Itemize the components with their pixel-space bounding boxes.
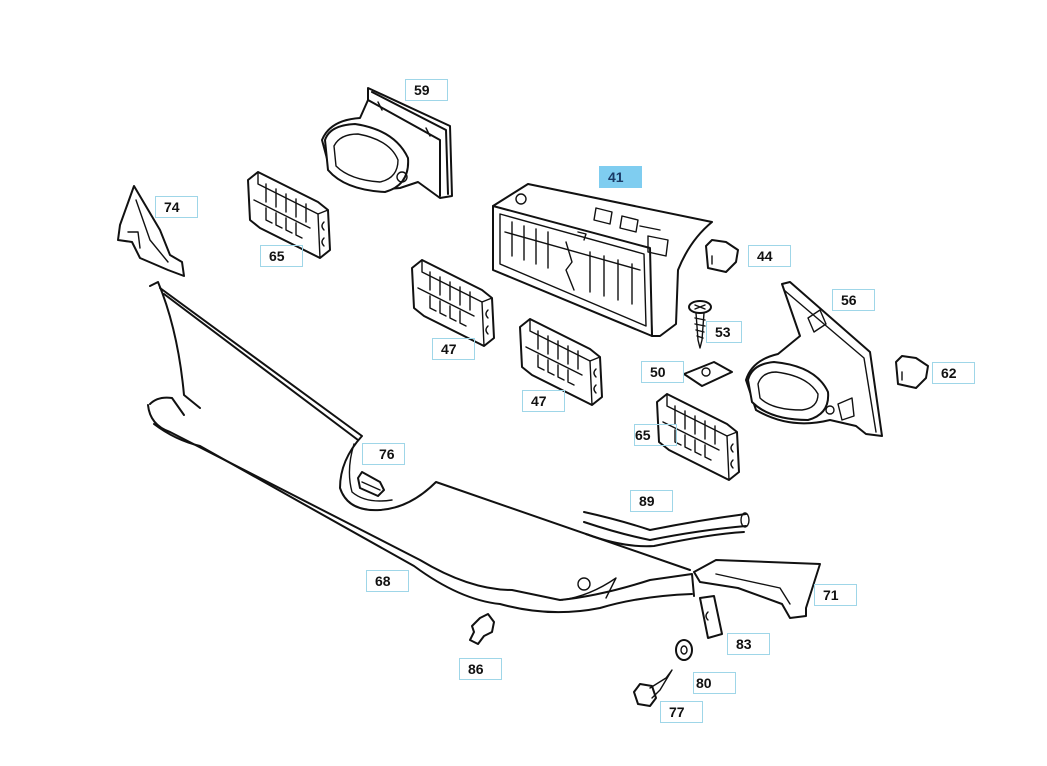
part-77-bolt[interactable]: [633, 669, 673, 707]
callout-65-top[interactable]: 65: [260, 245, 303, 267]
callout-41-selected[interactable]: 41: [599, 166, 642, 188]
callout-44[interactable]: 44: [748, 245, 791, 267]
callout-65-bottom[interactable]: 65: [634, 424, 677, 446]
part-80-washer[interactable]: [675, 639, 693, 661]
callout-77[interactable]: 77: [660, 701, 703, 723]
part-47-grille-insert-a[interactable]: [411, 259, 495, 347]
part-74-corner-trim[interactable]: [117, 185, 185, 277]
part-86-push-rivet[interactable]: [469, 613, 495, 645]
callout-76[interactable]: 76: [362, 443, 405, 465]
callout-86[interactable]: 86: [459, 658, 502, 680]
part-76-clip[interactable]: [357, 471, 385, 497]
part-62-clip[interactable]: [895, 355, 929, 389]
part-89-seal-strip[interactable]: [583, 511, 750, 548]
callout-47-b[interactable]: 47: [522, 390, 565, 412]
part-41-center-vent-panel[interactable]: [492, 183, 713, 337]
callout-74[interactable]: 74: [155, 196, 198, 218]
callout-59[interactable]: 59: [405, 79, 448, 101]
part-50-speed-nut[interactable]: [683, 361, 733, 387]
part-68-lower-dash-panel[interactable]: [147, 281, 695, 614]
part-53-screw[interactable]: [688, 300, 712, 349]
callout-71[interactable]: 71: [814, 584, 857, 606]
callout-80[interactable]: 80: [693, 672, 736, 694]
part-44-clip[interactable]: [705, 239, 739, 273]
callout-56[interactable]: 56: [832, 289, 875, 311]
part-56-air-duct[interactable]: [745, 281, 883, 437]
callout-50[interactable]: 50: [641, 361, 684, 383]
callout-68[interactable]: 68: [366, 570, 409, 592]
callout-62[interactable]: 62: [932, 362, 975, 384]
part-71-corner-trim[interactable]: [693, 559, 821, 619]
callout-89[interactable]: 89: [630, 490, 673, 512]
callout-47-a[interactable]: 47: [432, 338, 475, 360]
callout-53[interactable]: 53: [706, 321, 742, 343]
part-59-air-duct[interactable]: [321, 87, 453, 199]
part-83-bracket[interactable]: [699, 595, 723, 639]
callout-83[interactable]: 83: [727, 633, 770, 655]
